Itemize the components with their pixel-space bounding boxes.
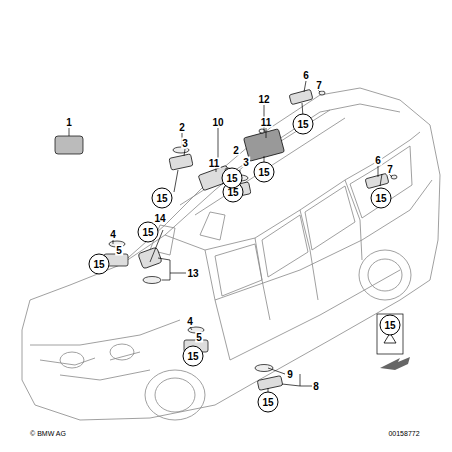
callout-number: 15 — [187, 351, 198, 362]
callout-number: 9 — [286, 369, 294, 380]
callout-number: 15 — [226, 173, 237, 184]
callout-number: 11 — [260, 117, 273, 128]
callout-number: 10 — [211, 117, 224, 128]
callout-circle: 15 — [222, 168, 243, 189]
callout-number: 15 — [384, 320, 395, 331]
callout-number: 6 — [374, 155, 382, 166]
callout-number: 3 — [181, 138, 189, 149]
callout-number: 15 — [375, 193, 386, 204]
callout-number: 5 — [115, 245, 123, 256]
leader-lines — [69, 81, 392, 393]
callout-circle: 15 — [293, 114, 314, 135]
callout-number: 15 — [262, 397, 273, 408]
lamp-parts — [55, 89, 397, 390]
callout-number: 15 — [93, 259, 104, 270]
callout-number: 1 — [65, 117, 73, 128]
copyright-note: 00158772 — [387, 430, 420, 438]
callout-number: 15 — [142, 227, 153, 238]
callout-number: 5 — [195, 332, 203, 343]
control-unit — [55, 136, 83, 154]
callout-circle: 15 — [258, 392, 279, 413]
callout-number: 7 — [315, 80, 323, 91]
callout-circle: 15 — [371, 188, 392, 209]
callout-number: 8 — [312, 381, 320, 392]
callout-circle: 15 — [380, 315, 401, 336]
callout-circle: 15 — [183, 346, 204, 367]
callout-number: 3 — [242, 157, 250, 168]
callout-number: 11 — [208, 158, 221, 169]
car-outline — [22, 88, 440, 420]
callout-circle: 15 — [152, 188, 173, 209]
callout-circle: 15 — [138, 222, 159, 243]
copyright-note: © BMW AG — [29, 430, 67, 438]
callout-number: 4 — [109, 229, 117, 240]
callout-circle: 15 — [254, 162, 275, 183]
callout-number: 4 — [186, 316, 194, 327]
callout-number: 6 — [302, 70, 310, 81]
callout-number: 13 — [186, 268, 199, 279]
callout-number: 15 — [156, 193, 167, 204]
callout-number: 15 — [258, 167, 269, 178]
callout-number: 2 — [232, 145, 240, 156]
callout-number: 7 — [386, 164, 394, 175]
callout-number: 2 — [178, 122, 186, 133]
callout-number: 15 — [297, 119, 308, 130]
callout-circle: 15 — [89, 254, 110, 275]
legend-symbol — [377, 314, 410, 370]
callout-number: 12 — [257, 94, 270, 105]
callout-number: 14 — [153, 213, 166, 224]
